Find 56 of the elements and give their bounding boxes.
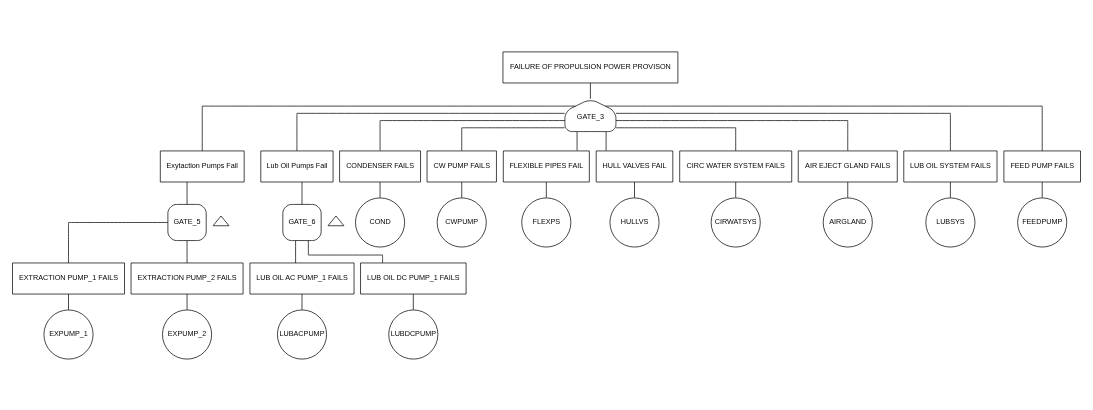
node-circle: FLEXPS	[521, 197, 572, 247]
connector	[634, 181, 635, 198]
node-circle: CWPUMP	[436, 197, 487, 247]
connector	[68, 221, 169, 263]
connector	[379, 119, 566, 151]
node-circle: COND	[355, 197, 405, 247]
connector	[735, 181, 737, 198]
connector	[545, 181, 547, 198]
node-circle: FEEDPUMP	[1017, 197, 1068, 247]
connector	[1041, 181, 1043, 198]
connector	[68, 293, 69, 310]
connector	[186, 239, 188, 263]
node-box: HULL VALVES FAIL	[595, 150, 674, 182]
connector	[186, 181, 188, 205]
node-box: EXTRACTION PUMP_2 FAILS	[130, 262, 244, 294]
node-box: FEED PUMP FAILS	[1003, 150, 1081, 182]
connector	[847, 181, 849, 198]
node-circle: LUBACPUMP	[277, 309, 327, 359]
node-box: FLEXIBLE PIPES FAIL	[502, 150, 590, 182]
connector	[308, 239, 383, 263]
node-circle: EXPUMP_2	[162, 309, 212, 359]
node-box: AIR EJECT GLAND FAILS	[797, 150, 898, 182]
connector	[605, 130, 607, 151]
node-triangle	[327, 215, 345, 226]
connector	[950, 181, 951, 198]
node-circle: LUBSYS	[925, 197, 976, 247]
connector	[615, 119, 849, 151]
node-box: Lub Oil Pumps Fail	[260, 150, 334, 182]
connector	[461, 181, 463, 198]
node-box: FAILURE OF PROPULSION POWER PROVISON	[502, 51, 679, 83]
node-circle: EXPUMP_1	[43, 309, 94, 359]
node-triangle	[212, 215, 230, 226]
connector	[590, 82, 591, 99]
node-circle: AIRGLAND	[822, 197, 873, 247]
connector	[461, 126, 566, 151]
connector	[295, 239, 296, 263]
node-box: Exytaction Pumps Fail	[159, 150, 245, 182]
node-box: LUB OIL SYSTEM FAILS	[903, 150, 998, 182]
node-box: CONDENSER FAILS	[339, 150, 421, 182]
connector	[615, 112, 951, 151]
node-box: GATE_5	[167, 203, 207, 241]
connector	[615, 126, 737, 151]
node-box: GATE_6	[282, 203, 322, 241]
node-circle: HULLVS	[609, 197, 660, 247]
node-box: LUB OIL AC PUMP_1 FAILS	[249, 262, 355, 294]
node-box: CW PUMP FAILS	[426, 150, 497, 182]
node-box: LUB OIL DC PUMP_1 FAILS	[360, 262, 467, 294]
node-box: CIRC WATER SYSTEM FAILS	[679, 150, 793, 182]
node-circle: CIRWATSYS	[710, 197, 761, 247]
connector	[301, 181, 303, 205]
node-box: EXTRACTION PUMP_1 FAILS	[12, 262, 125, 294]
connector	[576, 130, 578, 151]
connector	[201, 105, 576, 151]
node-circle: LUBDCPUMP	[388, 309, 439, 359]
connector	[605, 105, 1043, 151]
connector	[412, 293, 414, 310]
